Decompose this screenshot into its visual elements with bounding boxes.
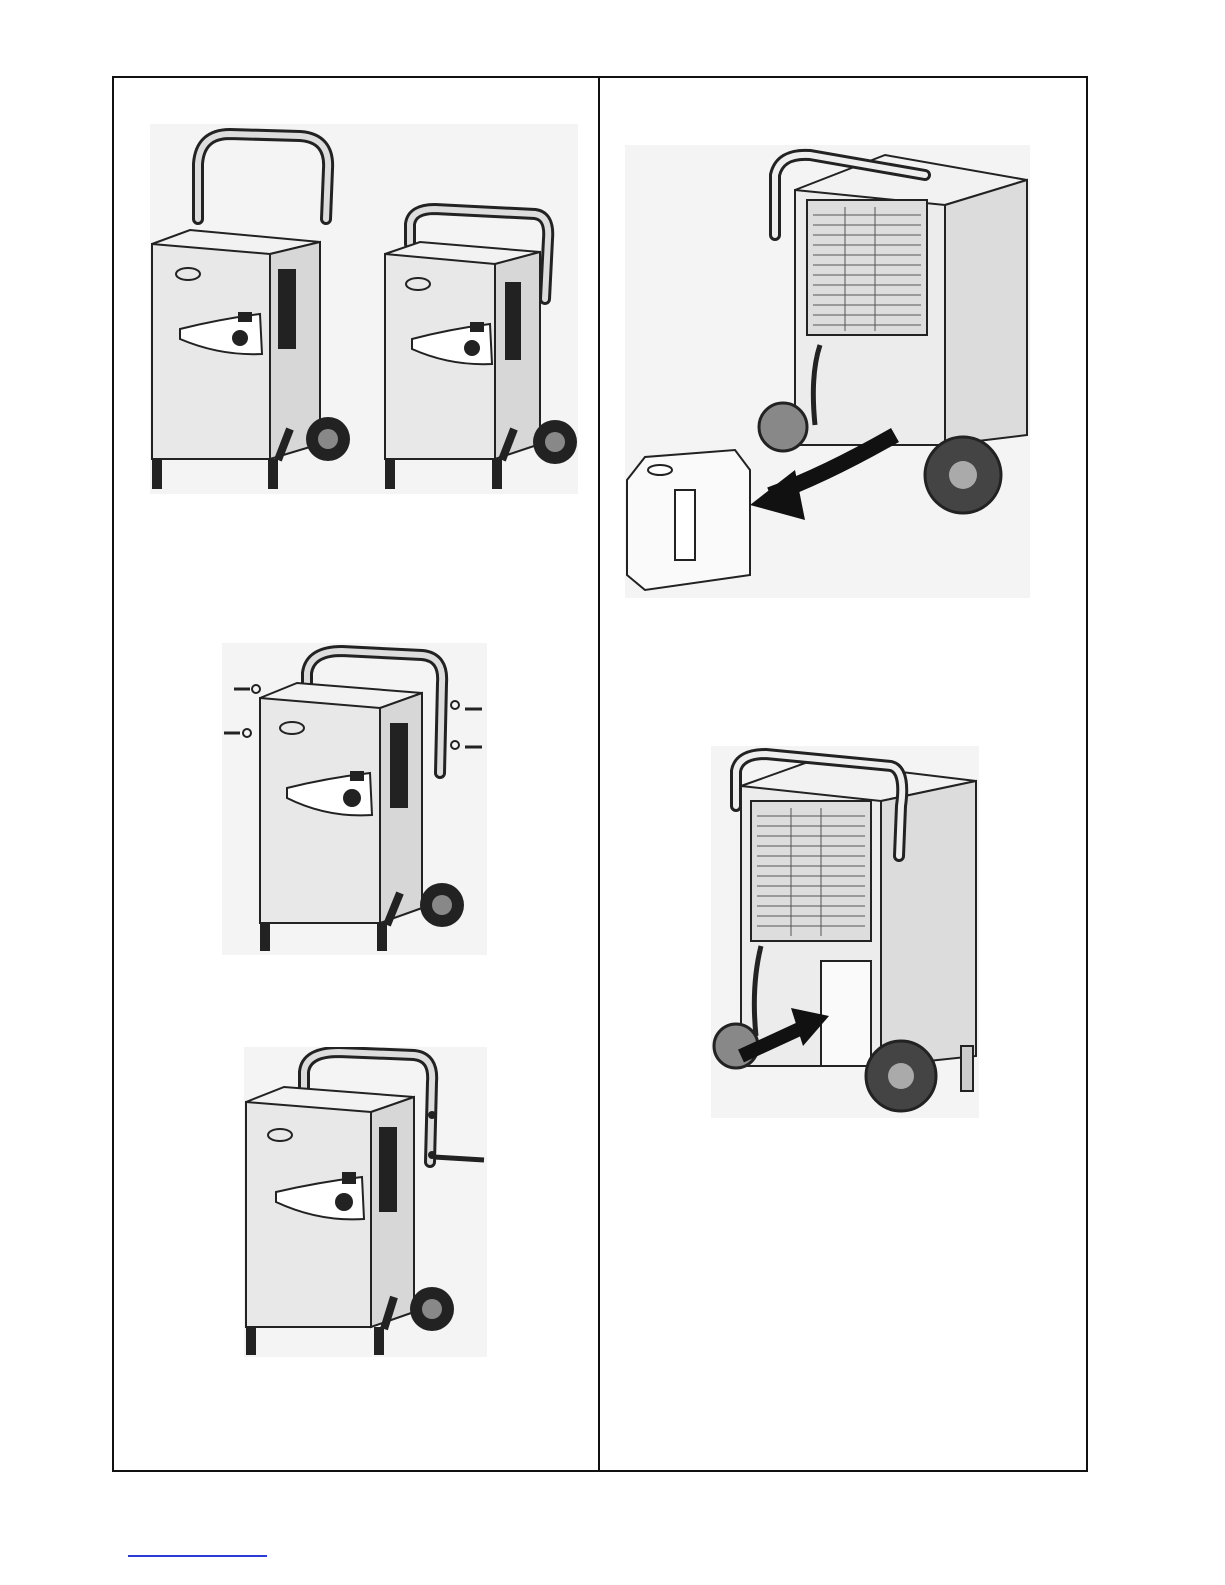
figure-handle-attach: [150, 124, 578, 494]
figure-tank-remove: [625, 145, 1030, 598]
dehumidifier-illustration: [625, 145, 1030, 598]
dehumidifier-illustration: [244, 1047, 487, 1357]
dehumidifier-illustration: [150, 124, 578, 494]
dehumidifier-illustration: [711, 746, 979, 1118]
dehumidifier-illustration: [222, 643, 487, 955]
figure-handle-pin: [244, 1047, 487, 1357]
footer-link-underline[interactable]: [128, 1555, 267, 1557]
column-divider: [598, 76, 600, 1472]
figure-handle-screws: [222, 643, 487, 955]
figure-tank-insert: [711, 746, 979, 1118]
